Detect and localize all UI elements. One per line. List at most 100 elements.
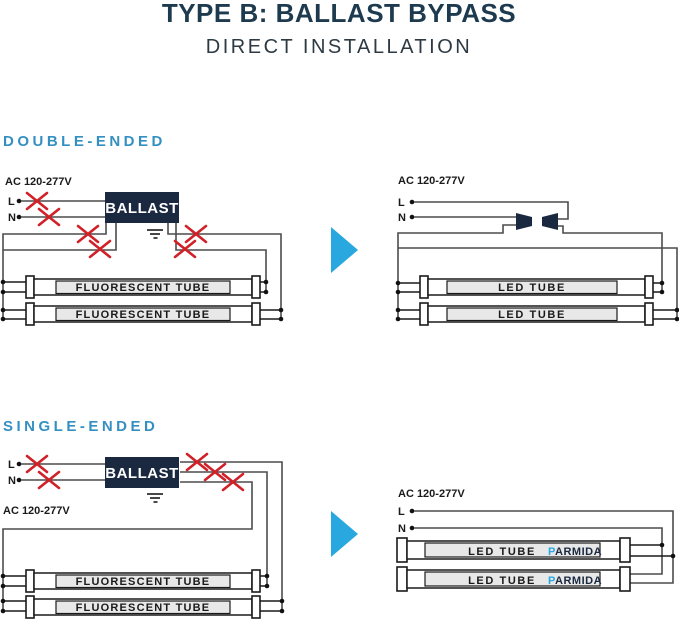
fluorescent-tube: FLUORESCENT TUBE <box>25 302 261 326</box>
line-terminal-dot <box>409 199 415 205</box>
brand-logo: PARMIDA <box>548 575 602 587</box>
page-subtitle: DIRECT INSTALLATION <box>206 36 472 58</box>
fluorescent-tube: FLUORESCENT TUBE <box>25 595 261 619</box>
ballast-box <box>105 457 179 488</box>
tube-label: FLUORESCENT TUBE <box>76 282 211 294</box>
cut-x-icon <box>221 472 245 492</box>
line-terminal-dot <box>16 461 22 467</box>
junction-dot <box>263 289 269 295</box>
junction-dot <box>0 598 6 604</box>
junction-dot <box>659 280 665 286</box>
junction-dot <box>0 316 6 322</box>
transition-arrow-icon <box>331 227 358 273</box>
ballast-wire-left-inner <box>3 223 117 251</box>
junction-dot <box>670 553 676 559</box>
page-title: TYPE B: BALLAST BYPASS <box>162 0 516 28</box>
line-wire <box>414 201 569 220</box>
voltage-label: AC 120-277V <box>5 176 72 188</box>
tube-pin <box>3 281 266 293</box>
ballast-wire-left-outer <box>2 223 107 319</box>
header: TYPE B: BALLAST BYPASS DIRECT INSTALLATI… <box>162 0 516 58</box>
junction-dot <box>395 280 401 286</box>
voltage-label: AC 120-277V <box>3 505 70 517</box>
nut-out-left <box>397 224 516 319</box>
junction-dot <box>0 289 6 295</box>
junction-dot <box>278 307 284 313</box>
cut-x-icon <box>25 454 49 474</box>
junction-dot <box>0 307 6 313</box>
led-tube: LED TUBE <box>419 275 654 299</box>
ground-icon <box>147 493 163 503</box>
junction-dot <box>0 573 6 579</box>
tube-label: FLUORESCENT TUBE <box>76 576 211 588</box>
ballast-wire-1 <box>180 461 283 611</box>
neutral-label: N <box>398 212 406 224</box>
junction-dot <box>279 598 285 604</box>
voltage-label: AC 120-277V <box>398 488 465 500</box>
junction-dot <box>395 289 401 295</box>
cut-x-icon <box>184 224 208 244</box>
cut-x-icon <box>76 224 100 244</box>
fluorescent-tube: FLUORESCENT TUBE <box>25 569 261 593</box>
junction-dot <box>659 289 665 295</box>
cut-x-icon <box>203 462 227 482</box>
line-terminal-dot <box>409 508 415 514</box>
tube-pin <box>398 282 662 293</box>
junction-dot <box>278 316 284 322</box>
line-label: L <box>8 196 15 208</box>
ballast: BALLAST <box>105 457 179 488</box>
junction-dot <box>0 279 6 285</box>
tube-pin <box>3 600 282 612</box>
ballast-wire-right-outer <box>167 223 282 319</box>
junction-dot <box>279 608 285 614</box>
cut-x-icon <box>173 239 197 259</box>
ballast-label: BALLAST <box>105 465 179 482</box>
voltage-label: AC 120-277V <box>398 175 465 187</box>
neutral-label: N <box>398 523 406 535</box>
neutral-terminal-dot <box>409 525 415 531</box>
tube-label: LED TUBE <box>498 282 566 294</box>
ballast: BALLAST <box>105 192 179 223</box>
cut-x-icon <box>37 470 61 490</box>
junction-dot <box>674 307 679 313</box>
tube-pin <box>630 544 673 557</box>
ballast-label: BALLAST <box>105 200 179 217</box>
neutral-wire <box>414 527 663 575</box>
line-terminal-dot <box>16 198 22 204</box>
neutral-terminal-dot <box>409 214 415 220</box>
junction-dot <box>674 316 679 322</box>
led-tube: LED TUBE PARMIDA <box>396 537 631 563</box>
cut-x-icon <box>185 452 209 472</box>
nut-out-right <box>558 225 663 292</box>
ballast-box <box>105 192 179 223</box>
neutral-terminal-dot <box>16 214 22 220</box>
neutral-terminal-dot <box>16 477 22 483</box>
tube-pin <box>3 575 267 587</box>
section-heading-single: SINGLE-ENDED <box>3 418 158 435</box>
panel-single-before: L N AC 120-277V BALLAST <box>0 452 285 619</box>
ballast-wire-3 <box>2 481 253 611</box>
line-label: L <box>398 197 405 209</box>
line-wire <box>414 510 674 584</box>
tube-pin <box>398 309 677 320</box>
ground-icon <box>147 229 163 239</box>
tube-label: LED TUBE <box>498 309 566 321</box>
neutral-label: N <box>8 475 16 487</box>
tube-label: FLUORESCENT TUBE <box>76 309 211 321</box>
led-tube: LED TUBE PARMIDA <box>396 566 631 592</box>
junction-dot <box>395 307 401 313</box>
junction-dot <box>659 542 665 548</box>
cut-x-icon <box>25 191 49 211</box>
section-heading-double: DOUBLE-ENDED <box>3 133 166 150</box>
cut-x-icon <box>37 207 61 227</box>
line-label: L <box>398 506 405 518</box>
ballast-wire-2 <box>180 471 268 586</box>
junction-dot <box>264 583 270 589</box>
transition-arrow-icon <box>331 511 358 557</box>
tube-label: FLUORESCENT TUBE <box>76 602 211 614</box>
cut-x-icon <box>88 239 112 259</box>
tube-pin <box>3 309 281 320</box>
section-single-ended: SINGLE-ENDED L N AC 120-277V BALLAST <box>0 418 676 619</box>
junction-dot <box>395 316 401 322</box>
